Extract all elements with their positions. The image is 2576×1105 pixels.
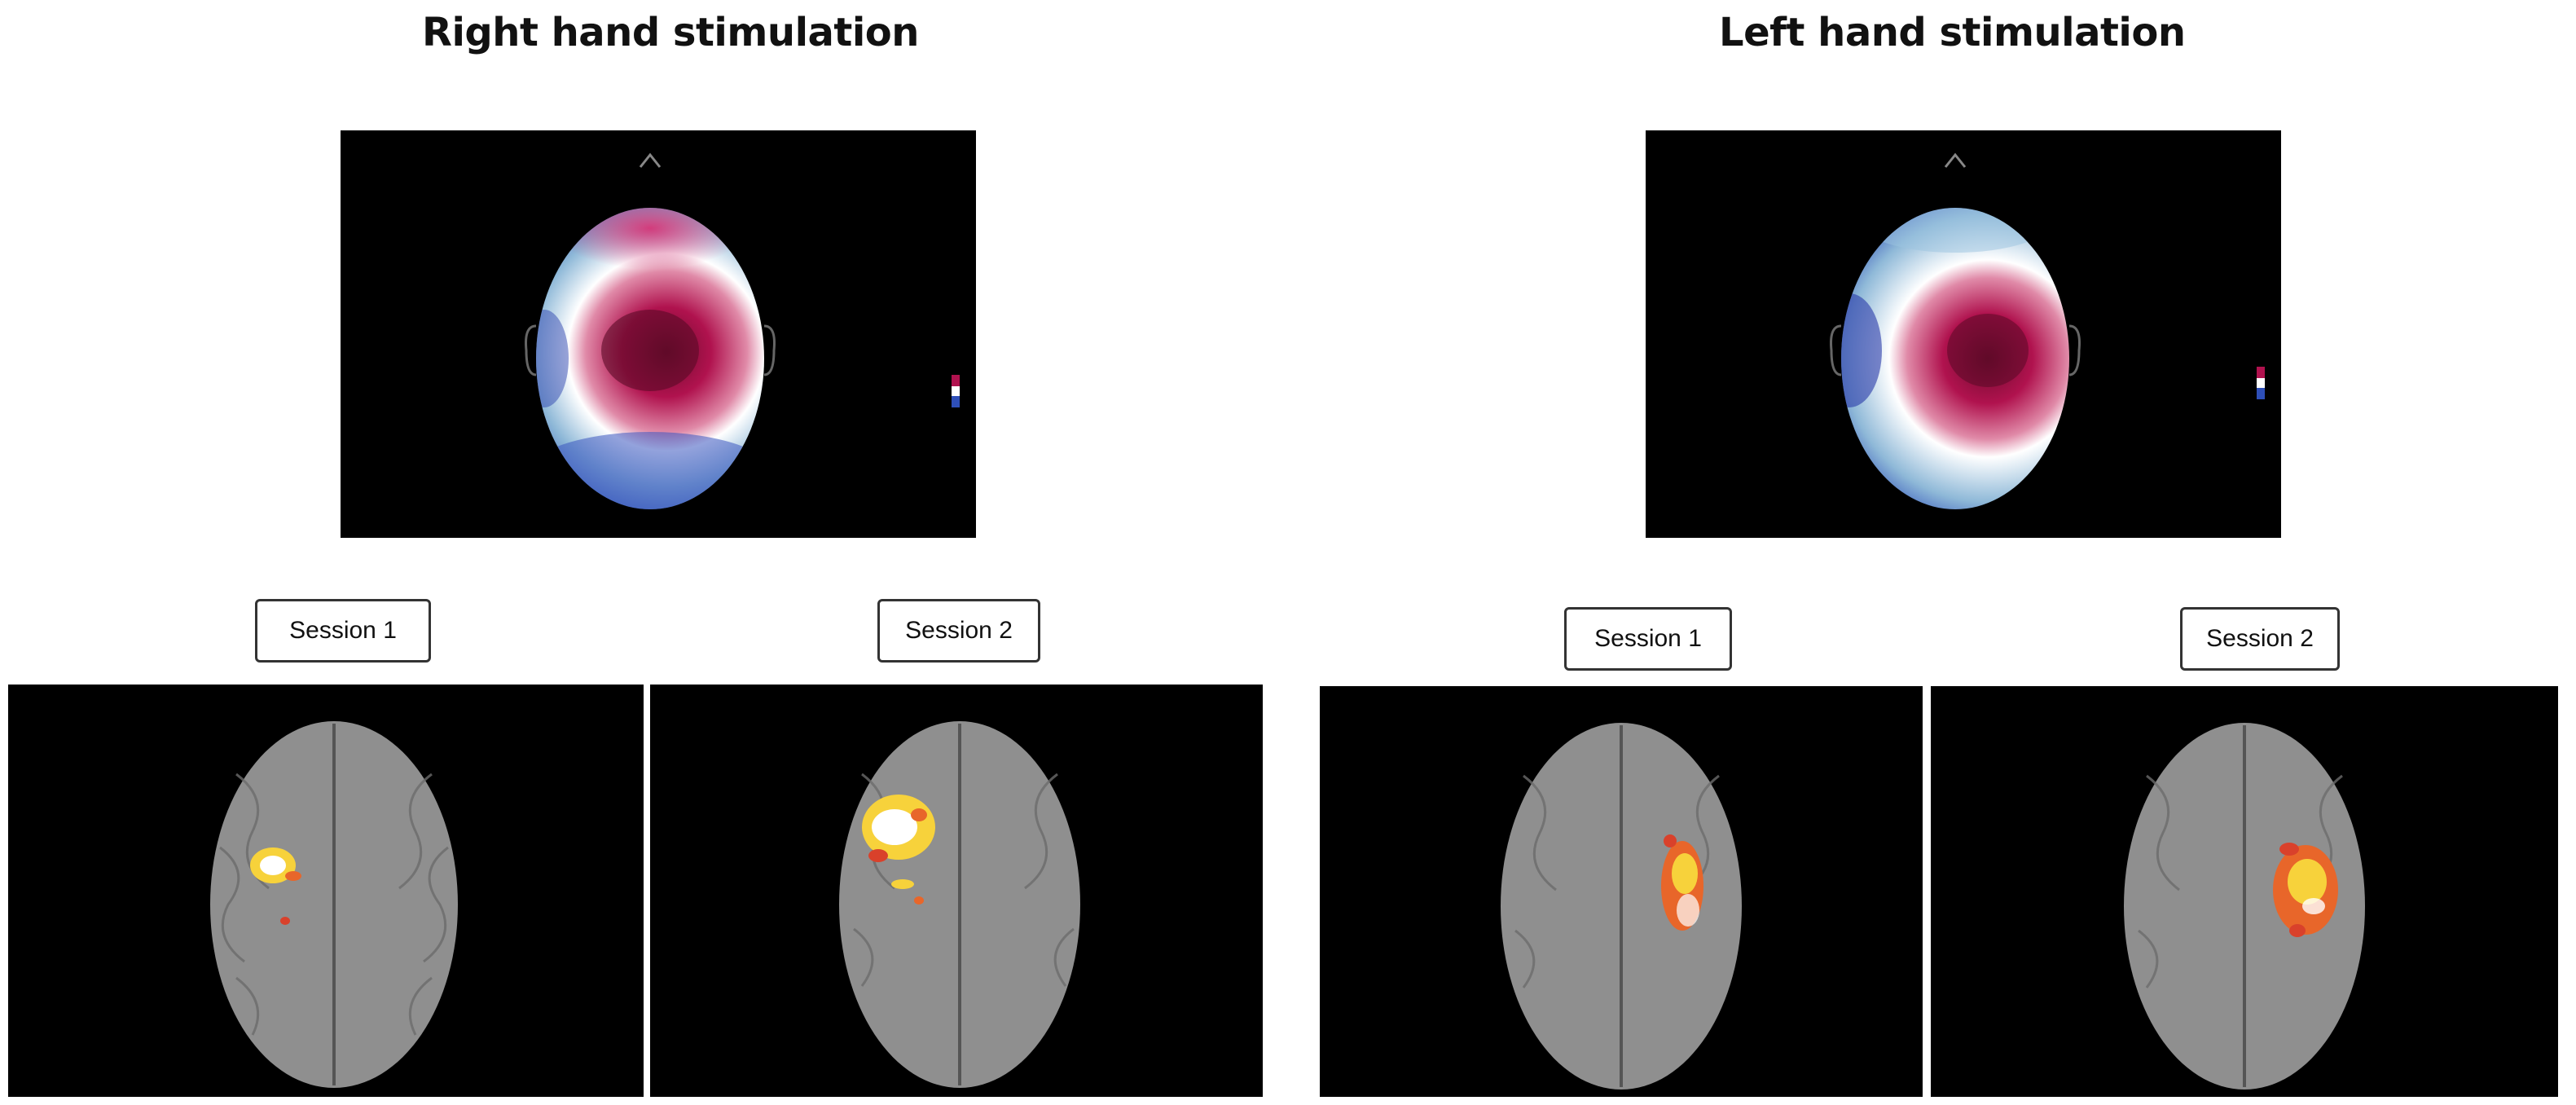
left-hand-title: Left hand stimulation — [1719, 10, 2186, 55]
head-outline-icon — [525, 152, 776, 376]
right-hand-title: Right hand stimulation — [422, 10, 919, 55]
activation-cluster — [2273, 843, 2338, 937]
colorbar-icon — [952, 375, 960, 407]
left-session-2-label: Session 2 — [2180, 607, 2340, 671]
right-hand-topomap — [341, 130, 976, 538]
left-session-1-label: Session 1 — [1564, 607, 1732, 671]
activation-cluster — [1661, 834, 1703, 931]
activation-cluster — [250, 847, 301, 925]
left-session-1-brain — [1320, 686, 1923, 1097]
left-session-2-brain — [1931, 686, 2558, 1097]
colorbar-icon — [2257, 367, 2265, 399]
right-session-1-brain — [8, 685, 644, 1097]
right-session-1-label: Session 1 — [255, 599, 431, 663]
head-outline-icon — [1830, 152, 2081, 376]
left-hand-topomap — [1646, 130, 2281, 538]
activation-cluster — [862, 795, 935, 905]
right-session-2-brain — [650, 685, 1263, 1097]
right-session-2-label: Session 2 — [877, 599, 1040, 663]
